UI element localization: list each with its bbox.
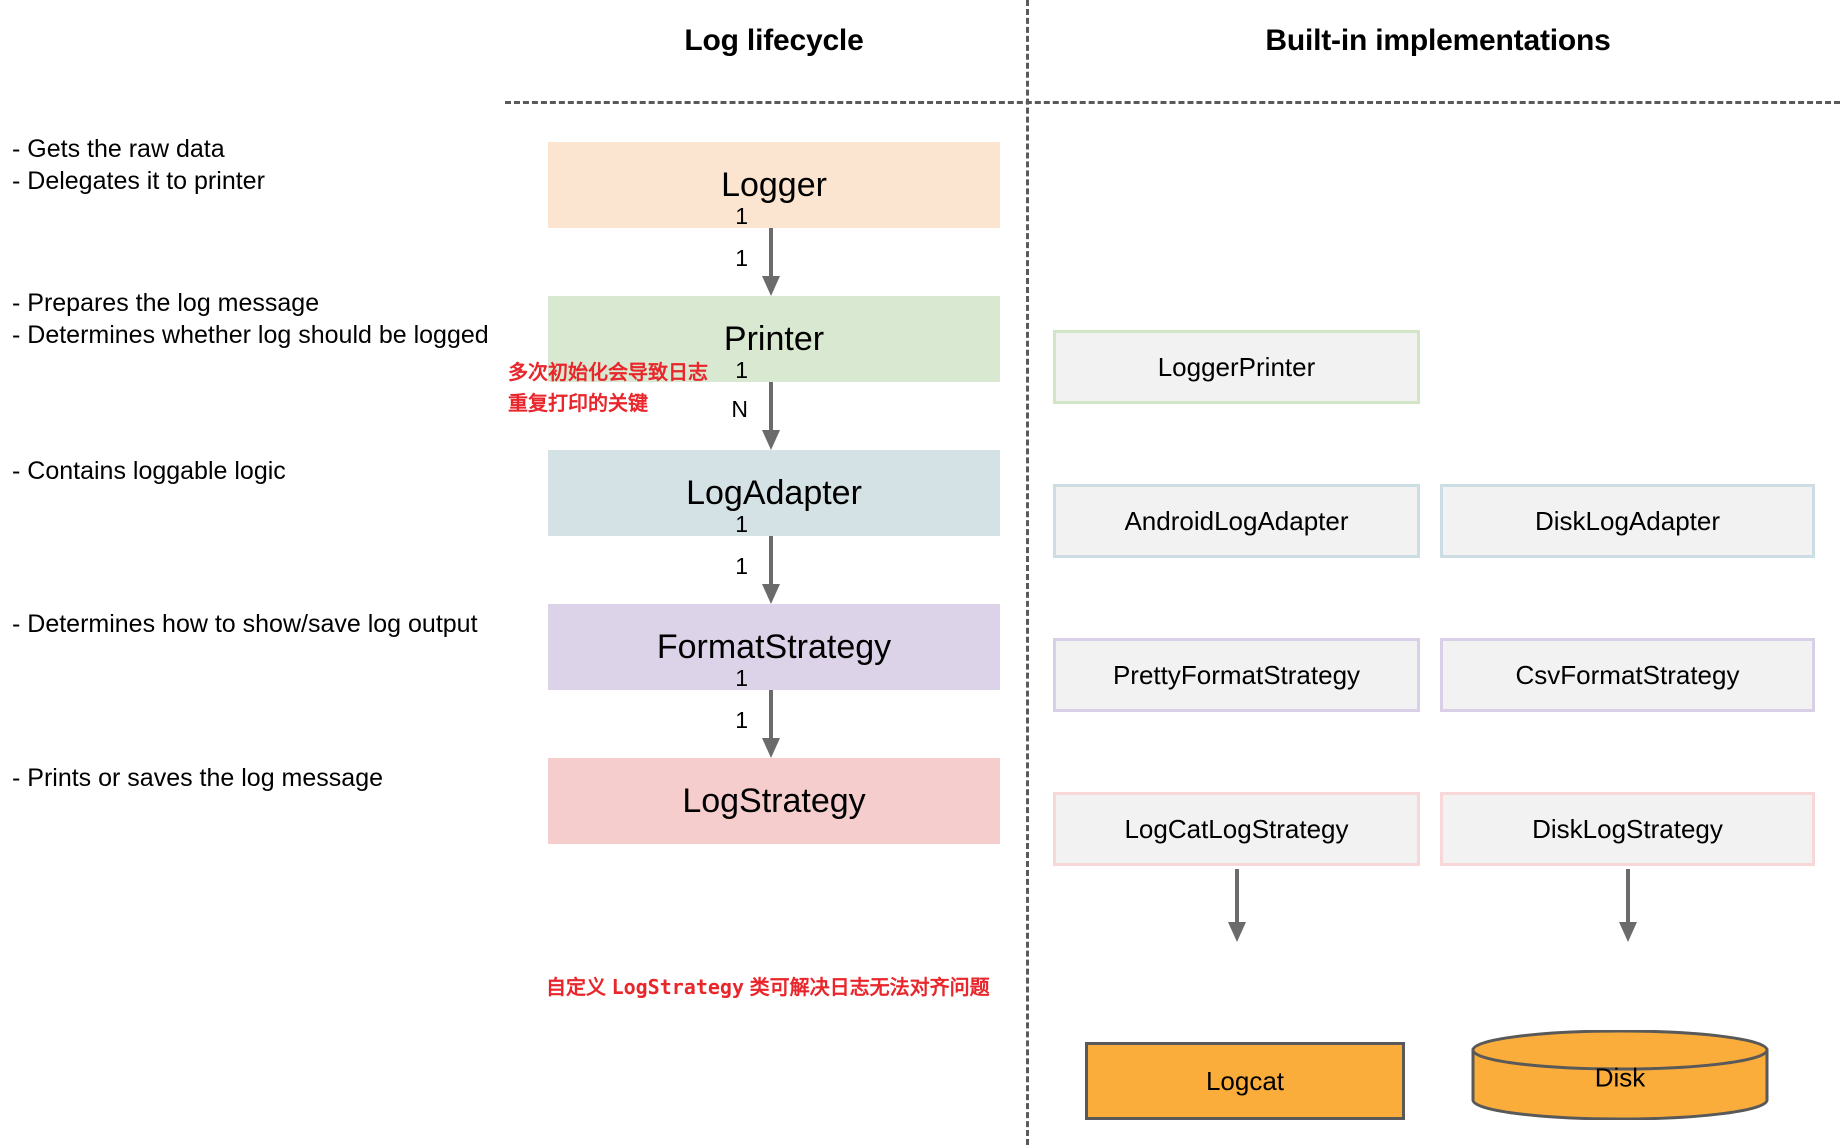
impl-box-logcatlogstrategy[interactable]: LogCatLogStrategy: [1053, 792, 1420, 866]
cardinality-logstrategy-target: 1: [735, 707, 748, 733]
vertical-dashed-divider: [1026, 0, 1029, 1145]
description-logstrategy: - Prints or saves the log message: [12, 764, 383, 792]
column-header-log-lifecycle: Log lifecycle: [684, 24, 864, 57]
horizontal-dashed-divider: [505, 101, 1840, 104]
description-logadapter: - Contains loggable logic: [12, 457, 286, 485]
description-printer: - Prepares the log message - Determines …: [12, 289, 489, 349]
annotation-printer-note: 多次初始化会导致日志 重复打印的关键: [508, 362, 708, 415]
cardinality-formatstrategy-target: 1: [735, 553, 748, 579]
impl-box-csvformatstrategy[interactable]: CsvFormatStrategy: [1440, 638, 1815, 712]
arrow-logadapter-to-formatstrategy: [762, 536, 780, 604]
impl-box-disklogstrategy[interactable]: DiskLogStrategy: [1440, 792, 1815, 866]
description-formatstrategy: - Determines how to show/save log output: [12, 610, 478, 638]
cardinality-printer-target: 1: [735, 245, 748, 271]
arrow-disklogstrategy-to-disk: [1619, 869, 1637, 942]
cardinality-logadapter-source: 1: [735, 511, 748, 537]
arrow-logcatlogstrategy-to-logcat: [1228, 869, 1246, 942]
column-header-built-in-implementations: Built-in implementations: [1265, 24, 1611, 57]
impl-box-prettyformatstrategy[interactable]: PrettyFormatStrategy: [1053, 638, 1420, 712]
cardinality-formatstrategy-source: 1: [735, 665, 748, 691]
lifecycle-box-printer[interactable]: Printer: [548, 296, 1000, 382]
sink-disk-label: Disk: [1594, 1062, 1646, 1093]
sink-disk[interactable]: Disk: [1470, 1030, 1770, 1120]
annotation-logstrategy-note-prefix: 自定义: [546, 977, 612, 999]
cardinality-printer-source: 1: [735, 357, 748, 383]
lifecycle-box-logstrategy[interactable]: LogStrategy: [548, 758, 1000, 844]
impl-box-androidlogadapter[interactable]: AndroidLogAdapter: [1053, 484, 1420, 558]
lifecycle-box-formatstrategy[interactable]: FormatStrategy: [548, 604, 1000, 690]
annotation-logstrategy-note: 自定义 LogStrategy 类可解决日志无法对齐问题: [546, 972, 990, 1004]
annotation-logstrategy-note-suffix: 类可解决日志无法对齐问题: [744, 977, 990, 999]
annotation-logstrategy-note-class: LogStrategy: [611, 975, 745, 999]
impl-box-loggerprinter[interactable]: LoggerPrinter: [1053, 330, 1420, 404]
description-logger: - Gets the raw data - Delegates it to pr…: [12, 135, 265, 195]
sink-logcat[interactable]: Logcat: [1085, 1042, 1405, 1120]
impl-box-disklogadapter[interactable]: DiskLogAdapter: [1440, 484, 1815, 558]
lifecycle-box-logadapter[interactable]: LogAdapter: [548, 450, 1000, 536]
lifecycle-box-logger[interactable]: Logger: [548, 142, 1000, 228]
disk-cylinder-icon: [1471, 1030, 1769, 1120]
arrow-logger-to-printer: [762, 228, 780, 296]
cardinality-logadapter-target: N: [731, 396, 748, 422]
arrow-printer-to-logadapter: [762, 382, 780, 450]
arrow-formatstrategy-to-logstrategy: [762, 690, 780, 758]
cardinality-logger-source: 1: [735, 203, 748, 229]
